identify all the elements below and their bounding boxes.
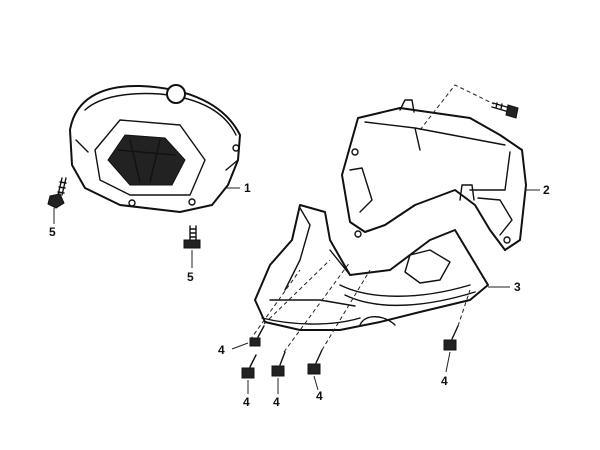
screw-c-part [271, 351, 286, 377]
callout-4-e: 4 [441, 374, 448, 388]
bolt-mid-part [183, 225, 201, 249]
callout-3: 3 [514, 280, 521, 294]
callout-4-a: 4 [218, 343, 225, 357]
screw-e-part [443, 325, 459, 351]
callout-5-mid: 5 [187, 270, 194, 284]
callout-4-b: 4 [243, 395, 250, 409]
bolt-left-part [47, 177, 67, 209]
bolt-top-part [491, 102, 519, 119]
callout-4-d: 4 [316, 389, 323, 403]
fan-cover-part [69, 84, 241, 213]
screw-a-part [249, 325, 265, 347]
screw-b-part [241, 354, 257, 379]
screw-d-part [307, 349, 323, 375]
callout-5-left: 5 [49, 225, 56, 239]
callout-4-c: 4 [273, 395, 280, 409]
callout-1: 1 [244, 181, 251, 195]
lower-shroud-part [254, 204, 489, 331]
callout-2: 2 [543, 183, 550, 197]
upper-shroud-part [341, 99, 527, 251]
